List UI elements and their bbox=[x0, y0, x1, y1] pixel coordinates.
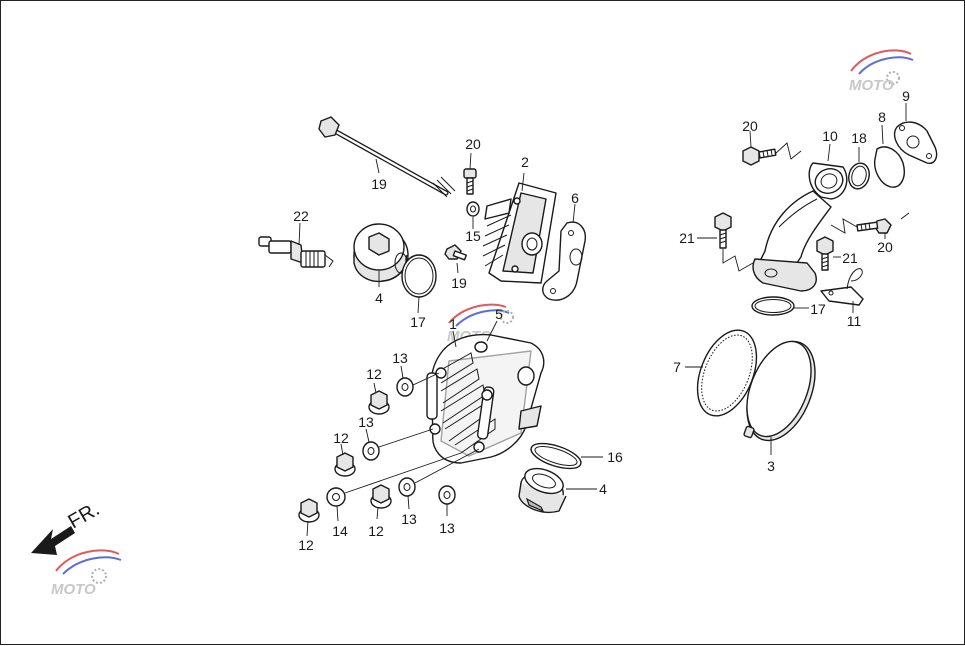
part-12-flange-bolt bbox=[298, 498, 320, 523]
part-10-intake-pipe bbox=[752, 162, 848, 292]
callout-9: 9 bbox=[902, 88, 910, 104]
part-15-washer bbox=[466, 201, 480, 217]
part-21-flange-bolt bbox=[714, 212, 732, 249]
callout-13c: 13 bbox=[401, 511, 417, 527]
callout-19b: 19 bbox=[451, 275, 467, 291]
callout-3: 3 bbox=[767, 458, 775, 474]
callout-12c: 12 bbox=[298, 537, 314, 553]
callout-11: 11 bbox=[847, 313, 862, 329]
part-9-gasket bbox=[893, 121, 938, 164]
part-16-gasket bbox=[530, 442, 582, 470]
part-3-cover-disc bbox=[743, 340, 816, 442]
part-17-o-ring-upper bbox=[401, 254, 437, 298]
callout-13: 13 bbox=[392, 350, 408, 366]
part-13-washer bbox=[362, 441, 380, 461]
callout-2: 2 bbox=[521, 154, 529, 170]
callout-5: 5 bbox=[495, 306, 503, 322]
callout-17: 17 bbox=[410, 314, 426, 330]
part-13-washer bbox=[398, 477, 416, 497]
callout-16: 16 bbox=[607, 449, 623, 465]
callout-21b: 21 bbox=[842, 250, 858, 266]
callout-13d: 13 bbox=[439, 520, 455, 536]
callout-7: 7 bbox=[673, 359, 681, 375]
part-6-gasket bbox=[542, 221, 586, 301]
part-7-gasket-ring bbox=[696, 329, 758, 417]
part-13-washer bbox=[438, 485, 456, 505]
part-4-plug-cap-upper bbox=[353, 223, 409, 283]
watermark-text: MOTO bbox=[51, 581, 96, 598]
part-13-washer bbox=[396, 377, 414, 397]
part-17-o-ring-right bbox=[751, 296, 795, 316]
watermark-top-right: MOTO bbox=[849, 49, 914, 94]
callout-19: 19 bbox=[371, 176, 387, 192]
callout-22: 22 bbox=[293, 208, 309, 224]
callout-12: 12 bbox=[366, 366, 382, 382]
callout-1: 1 bbox=[449, 316, 457, 332]
front-direction-arrow-icon bbox=[31, 526, 75, 555]
part-21-flange-bolt bbox=[816, 236, 834, 271]
part-20-flange-bolt bbox=[742, 146, 777, 166]
part-2-side-cover bbox=[482, 182, 557, 284]
callout-4b: 4 bbox=[599, 481, 607, 497]
part-1-cylinder-head-cover bbox=[426, 333, 545, 464]
part-19-small-bolt bbox=[444, 244, 467, 261]
part-18-o-ring bbox=[848, 162, 870, 190]
callout-8: 8 bbox=[878, 109, 886, 125]
part-22-spark-plug bbox=[258, 236, 334, 268]
part-20-flange-bolt bbox=[463, 168, 477, 195]
callout-4: 4 bbox=[375, 290, 383, 306]
part-12-flange-bolt bbox=[370, 484, 392, 509]
callout-6: 6 bbox=[571, 190, 579, 206]
callout-20: 20 bbox=[465, 136, 481, 152]
callout-13b: 13 bbox=[358, 414, 374, 430]
callout-17b: 17 bbox=[810, 301, 826, 317]
watermark-text: MOTO bbox=[849, 77, 894, 94]
callout-12b: 12 bbox=[333, 430, 349, 446]
part-20-flange-bolt bbox=[856, 218, 892, 234]
part-14-washer bbox=[326, 487, 346, 507]
part-19-stud-bolt bbox=[318, 116, 456, 198]
watermark-bottom-left: MOTO bbox=[51, 549, 122, 598]
part-12-flange-bolt bbox=[368, 390, 390, 415]
callout-20b: 20 bbox=[742, 118, 758, 134]
part-12-flange-bolt bbox=[334, 452, 356, 477]
callout-18: 18 bbox=[851, 130, 867, 146]
callout-10: 10 bbox=[822, 128, 838, 144]
callout-20c: 20 bbox=[877, 239, 893, 255]
callout-15: 15 bbox=[465, 228, 481, 244]
part-11-bracket bbox=[820, 268, 864, 306]
callout-21: 21 bbox=[679, 230, 695, 246]
part-4-plug-lower bbox=[518, 467, 567, 513]
part-8-insulator bbox=[874, 146, 905, 188]
callout-12d: 12 bbox=[368, 523, 384, 539]
callout-14: 14 bbox=[332, 523, 348, 539]
